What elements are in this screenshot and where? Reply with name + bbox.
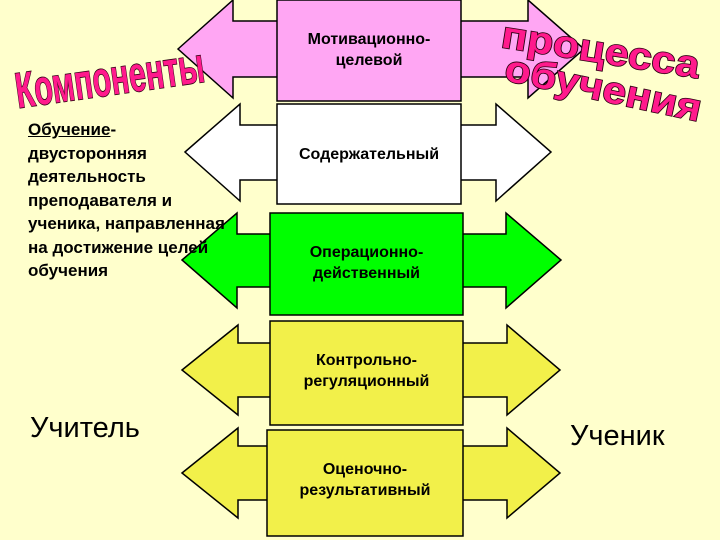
component-label-control: Контрольно-регуляционный [303,352,430,390]
component-box-motivational [276,0,462,102]
component-label-evaluative: Оценочно-результативный [299,461,431,499]
component-box-operational [269,212,464,316]
definition-body: -двусторонняя деятельность преподавателя… [28,120,225,280]
component-label-operational: Операционно-действенный [309,244,424,282]
definition-term: Обучение [28,120,111,139]
definition-text: Обучение-двусторонняя деятельность препо… [28,118,228,283]
role-student: Ученик [570,420,665,452]
component-box-content [276,103,462,205]
wordart-components-title: Компоненты [11,36,209,119]
component-box-control [269,320,464,426]
wordart-components-text: Компоненты [12,37,208,119]
component-label-motivational: Мотивационно-целевой [307,31,431,69]
component-label-content: Содержательный [298,145,440,163]
component-box-evaluative [266,429,464,537]
role-teacher: Учитель [30,412,140,444]
